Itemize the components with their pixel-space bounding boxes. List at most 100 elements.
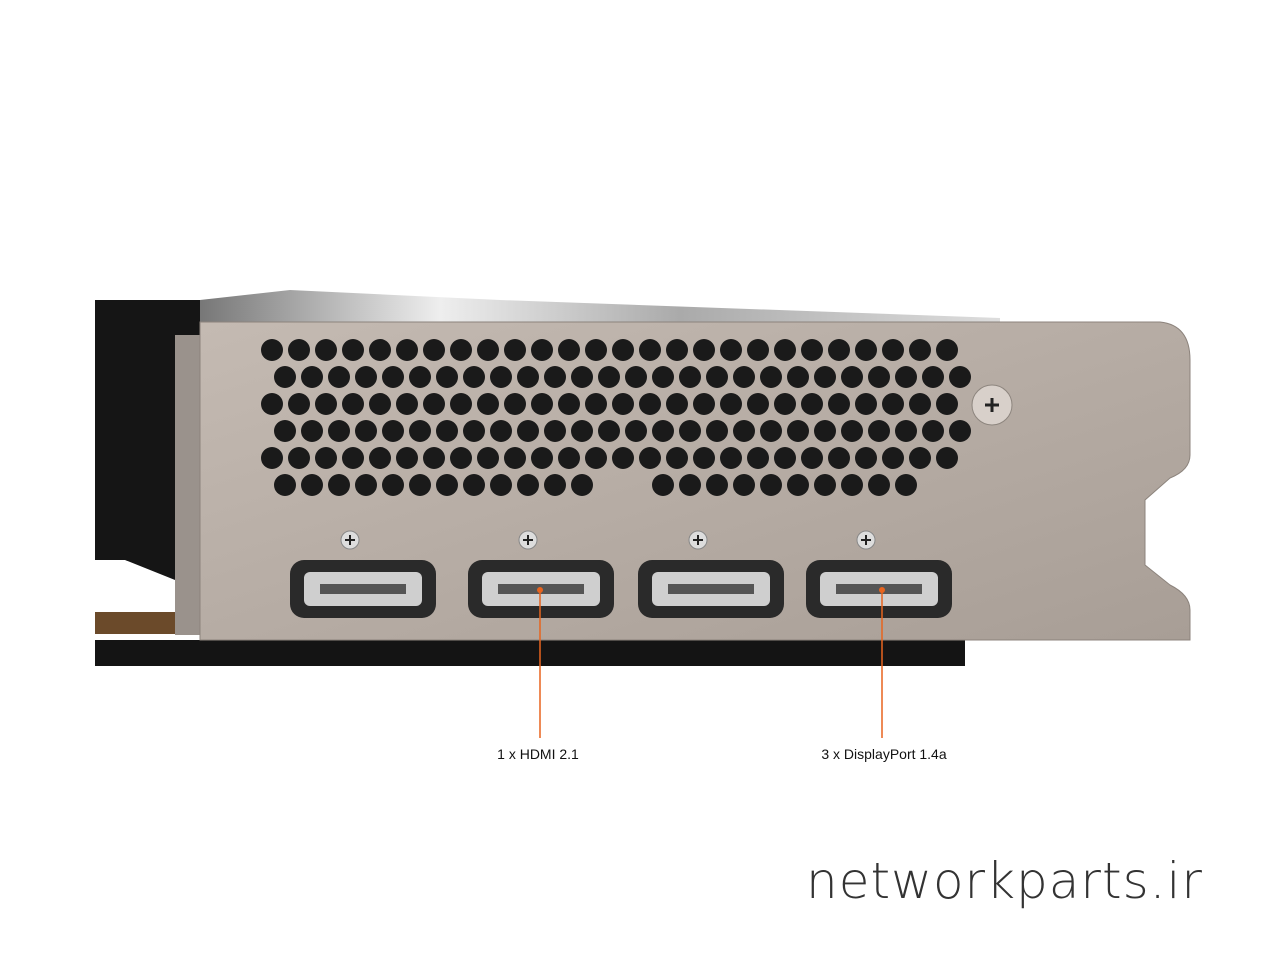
vent-hole: [868, 420, 890, 442]
vent-hole: [585, 447, 607, 469]
vent-hole: [490, 420, 512, 442]
vent-hole: [679, 366, 701, 388]
vent-hole: [733, 474, 755, 496]
vent-hole: [571, 366, 593, 388]
vent-hole: [855, 339, 877, 361]
vent-hole: [315, 339, 337, 361]
vent-hole: [531, 447, 553, 469]
vent-hole: [747, 339, 769, 361]
vent-hole: [639, 447, 661, 469]
vent-hole: [544, 366, 566, 388]
vent-hole: [936, 447, 958, 469]
vent-hole: [328, 474, 350, 496]
vent-hole: [274, 366, 296, 388]
vent-hole: [801, 339, 823, 361]
vent-hole: [693, 339, 715, 361]
vent-hole: [787, 366, 809, 388]
vent-hole: [598, 366, 620, 388]
vent-hole: [652, 420, 674, 442]
callout-hdmi: 1 x HDMI 2.1: [497, 746, 579, 762]
vent-hole: [490, 474, 512, 496]
vent-hole: [382, 474, 404, 496]
vent-hole: [571, 474, 593, 496]
vent-hole: [612, 393, 634, 415]
vent-hole: [274, 420, 296, 442]
vent-hole: [801, 447, 823, 469]
vent-hole: [463, 420, 485, 442]
vent-hole: [369, 447, 391, 469]
vent-hole: [585, 393, 607, 415]
vent-hole: [760, 474, 782, 496]
vent-hole: [396, 339, 418, 361]
vent-hole: [895, 420, 917, 442]
vent-hole: [841, 366, 863, 388]
vent-hole: [760, 366, 782, 388]
vent-hole: [288, 339, 310, 361]
vent-hole: [261, 339, 283, 361]
vent-hole: [652, 474, 674, 496]
vent-hole: [936, 339, 958, 361]
vent-hole: [882, 393, 904, 415]
vent-hole: [868, 474, 890, 496]
vent-hole: [382, 420, 404, 442]
vent-hole: [922, 366, 944, 388]
vent-hole: [612, 339, 634, 361]
vent-hole: [517, 474, 539, 496]
vent-hole: [531, 339, 553, 361]
vent-hole: [909, 393, 931, 415]
vent-hole: [409, 474, 431, 496]
vent-hole: [544, 474, 566, 496]
vent-hole: [342, 339, 364, 361]
vent-hole: [639, 339, 661, 361]
vent-hole: [261, 447, 283, 469]
vent-hole: [747, 393, 769, 415]
vent-hole: [679, 420, 701, 442]
vent-hole: [814, 474, 836, 496]
vent-hole: [261, 393, 283, 415]
vent-hole: [477, 393, 499, 415]
vent-hole: [531, 393, 553, 415]
displayport-port: [290, 530, 436, 618]
vent-hole: [328, 420, 350, 442]
vent-hole: [936, 393, 958, 415]
vent-hole: [706, 366, 728, 388]
vent-hole: [882, 339, 904, 361]
callout-displayport: 3 x DisplayPort 1.4a: [821, 746, 947, 762]
vent-hole: [895, 366, 917, 388]
vent-hole: [612, 447, 634, 469]
vent-hole: [895, 474, 917, 496]
vent-hole: [450, 339, 472, 361]
vent-hole: [625, 366, 647, 388]
vent-hole: [544, 420, 566, 442]
vent-hole: [477, 339, 499, 361]
vent-hole: [760, 420, 782, 442]
vent-hole: [355, 366, 377, 388]
vent-hole: [436, 474, 458, 496]
vent-hole: [639, 393, 661, 415]
vent-hole: [436, 366, 458, 388]
vent-hole: [693, 393, 715, 415]
vent-hole: [949, 366, 971, 388]
vent-hole: [301, 420, 323, 442]
vent-hole: [774, 393, 796, 415]
vent-hole: [369, 393, 391, 415]
vent-hole: [315, 447, 337, 469]
vent-hole: [720, 339, 742, 361]
vent-hole: [706, 420, 728, 442]
vent-hole: [571, 420, 593, 442]
vent-hole: [828, 339, 850, 361]
vent-hole: [558, 393, 580, 415]
vent-hole: [490, 366, 512, 388]
vent-hole: [504, 393, 526, 415]
vent-hole: [396, 447, 418, 469]
vent-hole: [463, 366, 485, 388]
vent-hole: [855, 393, 877, 415]
vent-hole: [409, 420, 431, 442]
vent-hole: [774, 339, 796, 361]
vent-hole: [828, 447, 850, 469]
vent-hole: [909, 339, 931, 361]
vent-hole: [855, 447, 877, 469]
vent-hole: [652, 366, 674, 388]
vent-hole: [666, 393, 688, 415]
vent-hole: [828, 393, 850, 415]
